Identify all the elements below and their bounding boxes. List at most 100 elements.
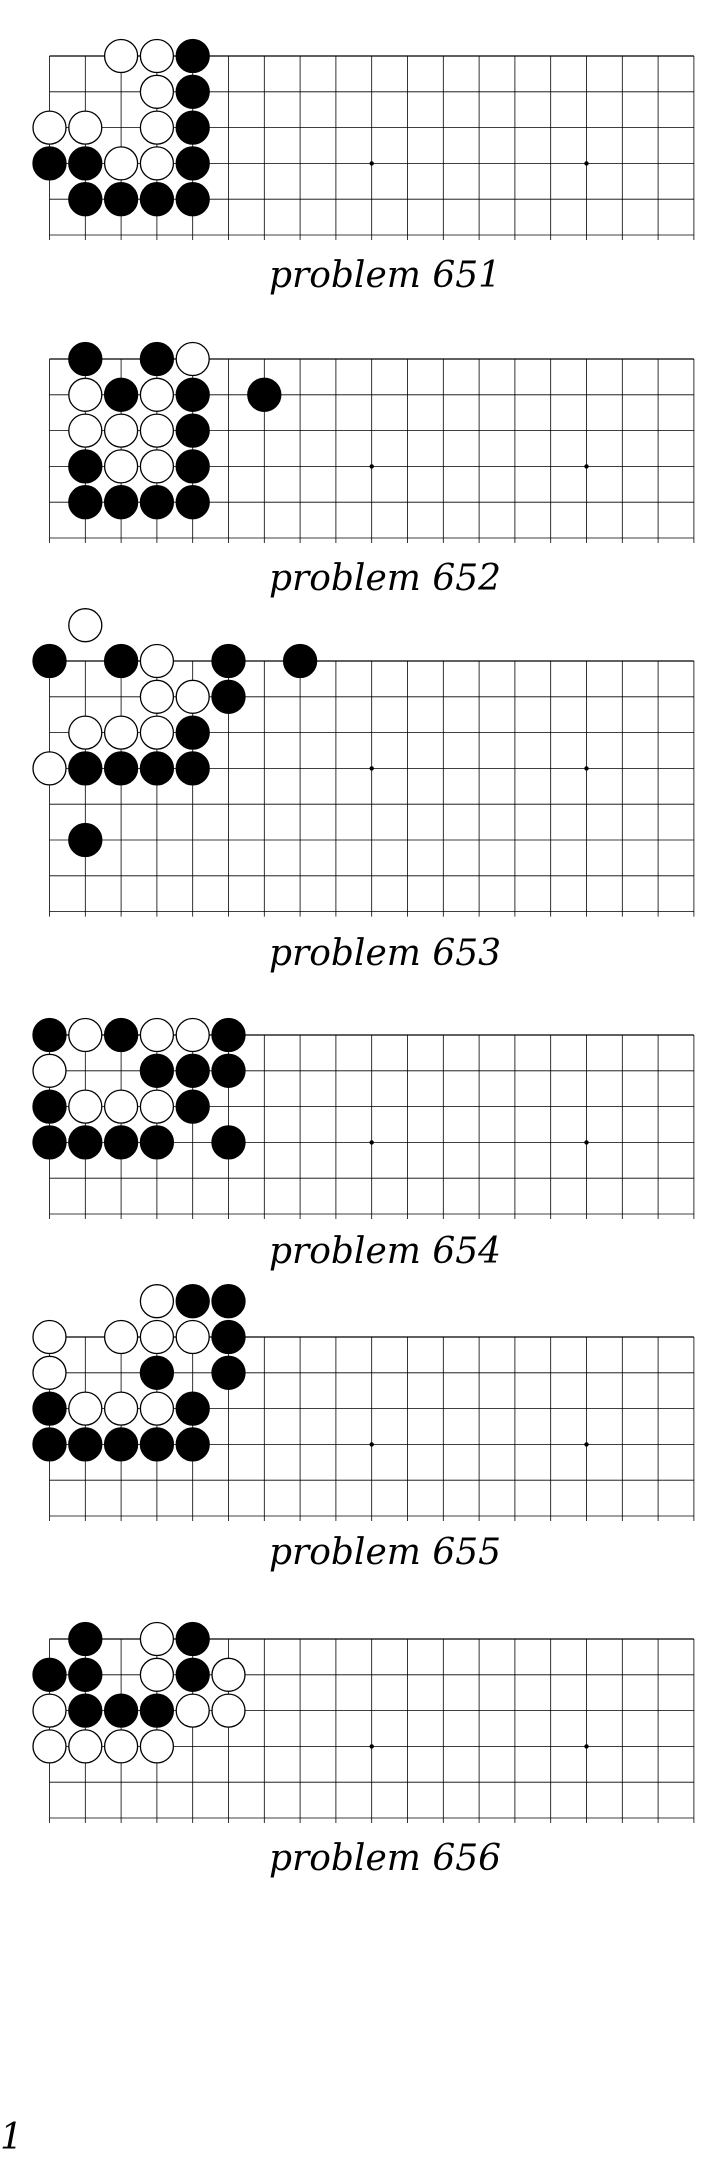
black-stone <box>68 822 103 858</box>
black-stone <box>211 1319 246 1355</box>
white-stone <box>175 341 210 377</box>
black-stone <box>139 1693 175 1728</box>
white-stone <box>139 1391 175 1426</box>
white-stone <box>32 751 67 786</box>
problem-caption: problem 652 <box>268 558 502 599</box>
white-stone <box>139 1017 175 1053</box>
white-stone <box>139 1621 175 1657</box>
black-stone <box>68 1693 103 1728</box>
black-stone <box>103 1017 139 1053</box>
white-stone <box>103 146 139 181</box>
black-stone <box>175 1657 210 1692</box>
star-point <box>584 766 589 771</box>
black-stone <box>211 679 246 714</box>
white-stone <box>139 449 175 484</box>
black-stone <box>103 182 139 217</box>
white-stone <box>139 679 175 714</box>
black-stone <box>103 1427 139 1462</box>
go-board-diagram <box>32 1017 695 1219</box>
black-stone <box>139 485 175 520</box>
white-stone <box>103 413 139 448</box>
black-stone <box>139 341 175 377</box>
star-point <box>369 1442 374 1447</box>
black-stone <box>68 1657 103 1692</box>
black-stone <box>68 751 103 786</box>
black-stone <box>211 1017 246 1053</box>
white-stone <box>103 1391 139 1426</box>
white-stone <box>68 608 103 643</box>
star-point <box>584 161 589 166</box>
white-stone <box>68 377 103 412</box>
black-stone <box>32 643 67 679</box>
black-stone <box>175 715 210 750</box>
black-stone <box>211 1053 246 1088</box>
white-stone <box>68 413 103 448</box>
black-stone <box>139 751 175 786</box>
white-stone <box>139 715 175 750</box>
black-stone <box>103 751 139 786</box>
black-stone <box>175 751 210 786</box>
white-stone <box>68 1017 103 1053</box>
star-point <box>369 1744 374 1749</box>
white-stone <box>68 110 103 145</box>
black-stone <box>139 1355 175 1390</box>
star-point <box>369 1140 374 1145</box>
white-stone <box>211 1657 246 1692</box>
white-stone <box>139 1729 175 1764</box>
black-stone <box>103 485 139 520</box>
white-stone <box>139 38 175 74</box>
star-point <box>584 1744 589 1749</box>
go-board-diagram <box>32 608 695 917</box>
black-stone <box>32 146 67 181</box>
black-stone <box>175 449 210 484</box>
white-stone <box>175 1693 210 1728</box>
black-stone <box>68 1621 103 1657</box>
black-stone <box>103 1125 139 1160</box>
black-stone <box>68 341 103 377</box>
white-stone <box>103 38 139 74</box>
black-stone <box>32 1017 67 1053</box>
black-stone <box>282 643 318 679</box>
star-point <box>369 766 374 771</box>
black-stone <box>103 1693 139 1728</box>
white-stone <box>103 1319 139 1355</box>
black-stone <box>32 1427 67 1462</box>
white-stone <box>68 1391 103 1426</box>
white-stone <box>32 1355 67 1390</box>
white-stone <box>139 1319 175 1355</box>
black-stone <box>175 110 210 145</box>
white-stone <box>68 1089 103 1124</box>
black-stone <box>103 643 139 679</box>
black-stone <box>175 1427 210 1462</box>
white-stone <box>139 413 175 448</box>
black-stone <box>247 377 282 412</box>
white-stone <box>103 1729 139 1764</box>
white-stone <box>175 1017 210 1053</box>
problem-caption: problem 651 <box>268 255 502 296</box>
black-stone <box>68 146 103 181</box>
black-stone <box>32 1089 67 1124</box>
problem-caption: problem 653 <box>268 933 502 974</box>
star-point <box>584 1442 589 1447</box>
black-stone <box>139 1125 175 1160</box>
white-stone <box>32 1053 67 1088</box>
star-point <box>584 464 589 469</box>
black-stone <box>211 1125 246 1160</box>
page-number: 1 <box>0 2117 23 2158</box>
black-stone <box>32 1125 67 1160</box>
star-point <box>369 464 374 469</box>
star-point <box>584 1140 589 1145</box>
white-stone <box>32 1693 67 1728</box>
go-board-diagram <box>32 1284 695 1521</box>
go-board-diagram <box>32 1621 695 1823</box>
problem-caption: problem 656 <box>268 1838 502 1879</box>
white-stone <box>32 1729 67 1764</box>
black-stone <box>32 1391 67 1426</box>
black-stone <box>211 1284 246 1319</box>
white-stone <box>175 1319 210 1355</box>
black-stone <box>211 643 246 679</box>
go-board-diagram <box>49 341 695 543</box>
black-stone <box>175 1089 210 1124</box>
white-stone <box>139 146 175 181</box>
white-stone <box>139 643 175 679</box>
